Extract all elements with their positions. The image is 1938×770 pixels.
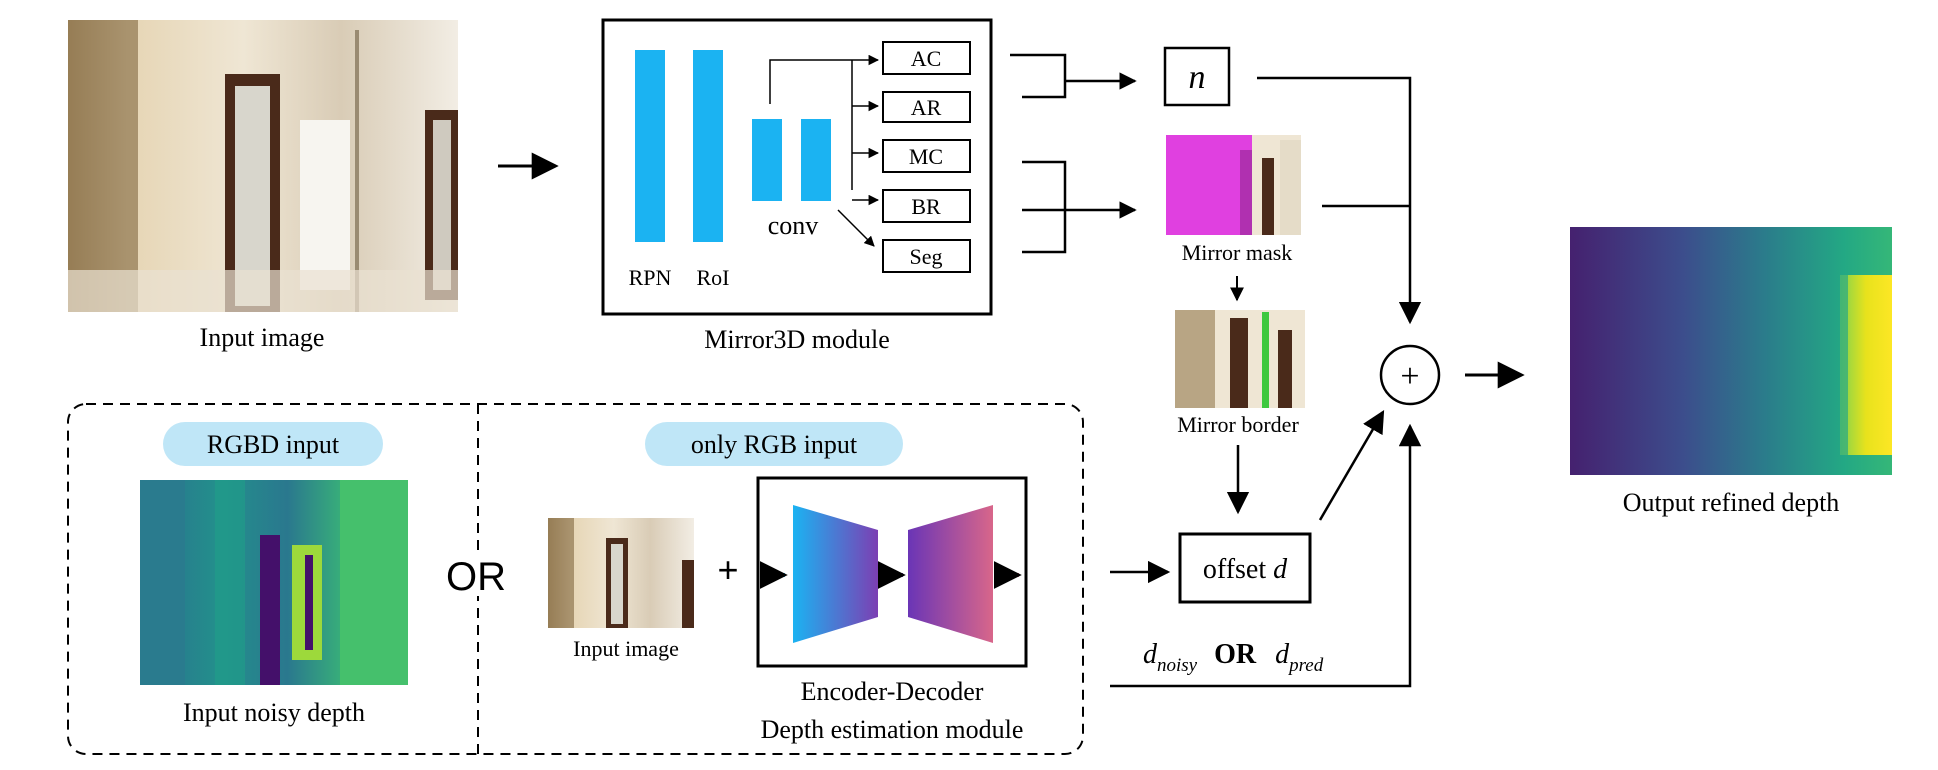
rgbd-badge-label: RGBD input bbox=[207, 430, 340, 459]
mirror-mask-label: Mirror mask bbox=[1182, 240, 1293, 265]
input-image bbox=[68, 20, 458, 312]
head-ar-label: AR bbox=[911, 95, 942, 120]
small-input-label: Input image bbox=[573, 636, 679, 661]
noisy-depth-label: Input noisy depth bbox=[183, 698, 365, 727]
depth-source-text: dnoisy OR dpred bbox=[1143, 639, 1324, 678]
encoder-shape bbox=[793, 505, 878, 643]
arrow-to-seg bbox=[837, 209, 875, 247]
bracket-mc-br-seg bbox=[1022, 160, 1067, 254]
conv-block-2 bbox=[801, 119, 831, 201]
bracket-ac-ar bbox=[1010, 53, 1067, 99]
sum-node bbox=[1379, 344, 1441, 406]
offset-text: offset d bbox=[1203, 554, 1288, 585]
rpn-label: RPN bbox=[629, 265, 672, 290]
output-label: Output refined depth bbox=[1623, 488, 1840, 517]
head-br-label: BR bbox=[911, 194, 941, 219]
line-normal-to-plus bbox=[1257, 76, 1422, 325]
dpred-main: d bbox=[1275, 639, 1290, 670]
roi-block bbox=[693, 50, 723, 242]
rgb-badge bbox=[645, 422, 903, 466]
depth-input-container bbox=[67, 403, 1084, 755]
head-mc: MC bbox=[882, 139, 971, 173]
mirror-mask-image bbox=[1166, 135, 1301, 235]
noisy-depth-image bbox=[140, 480, 408, 685]
dpred-sub: pred bbox=[1287, 655, 1324, 676]
conv-branch-lines bbox=[769, 59, 853, 190]
rgb-badge-label: only RGB input bbox=[691, 430, 858, 459]
decoder-shape bbox=[908, 505, 993, 643]
dnoisy-sub: noisy bbox=[1157, 655, 1198, 676]
roi-label: RoI bbox=[697, 265, 730, 290]
head-mc-label: MC bbox=[909, 144, 943, 169]
mirror-border-image bbox=[1175, 310, 1305, 408]
head-ac: AC bbox=[882, 41, 971, 75]
rpn-block bbox=[635, 50, 665, 242]
normal-symbol: n bbox=[1189, 59, 1206, 96]
small-input-image bbox=[548, 518, 694, 628]
sum-symbol: + bbox=[1400, 358, 1419, 395]
or-label: OR bbox=[446, 555, 506, 599]
or-mid: OR bbox=[1214, 639, 1257, 670]
head-seg-label: Seg bbox=[910, 244, 943, 269]
conv-block-1 bbox=[752, 119, 782, 201]
offset-label: offset bbox=[1203, 554, 1266, 585]
input-image-label: Input image bbox=[200, 323, 325, 352]
head-ac-label: AC bbox=[911, 46, 942, 71]
encdec-label-1: Encoder-Decoder bbox=[801, 677, 984, 706]
conv-label: conv bbox=[768, 211, 819, 240]
output-depth-image bbox=[1570, 227, 1892, 475]
mirror3d-label: Mirror3D module bbox=[704, 325, 890, 354]
mirror3d-box bbox=[601, 18, 993, 316]
line-depth-to-sum bbox=[1110, 423, 1422, 688]
mirror-border-label: Mirror border bbox=[1177, 412, 1299, 437]
rgbd-badge bbox=[163, 422, 383, 466]
offset-var: d bbox=[1273, 554, 1288, 585]
head-seg: Seg bbox=[882, 239, 971, 273]
head-br: BR bbox=[882, 189, 971, 223]
normal-box bbox=[1163, 46, 1231, 107]
arrow-offset-to-sum bbox=[1318, 410, 1385, 521]
offset-box bbox=[1178, 532, 1312, 604]
dnoisy-main: d bbox=[1143, 639, 1158, 670]
head-ar: AR bbox=[882, 91, 971, 123]
encdec-label-2: Depth estimation module bbox=[761, 715, 1024, 744]
plus-label: + bbox=[717, 549, 738, 590]
